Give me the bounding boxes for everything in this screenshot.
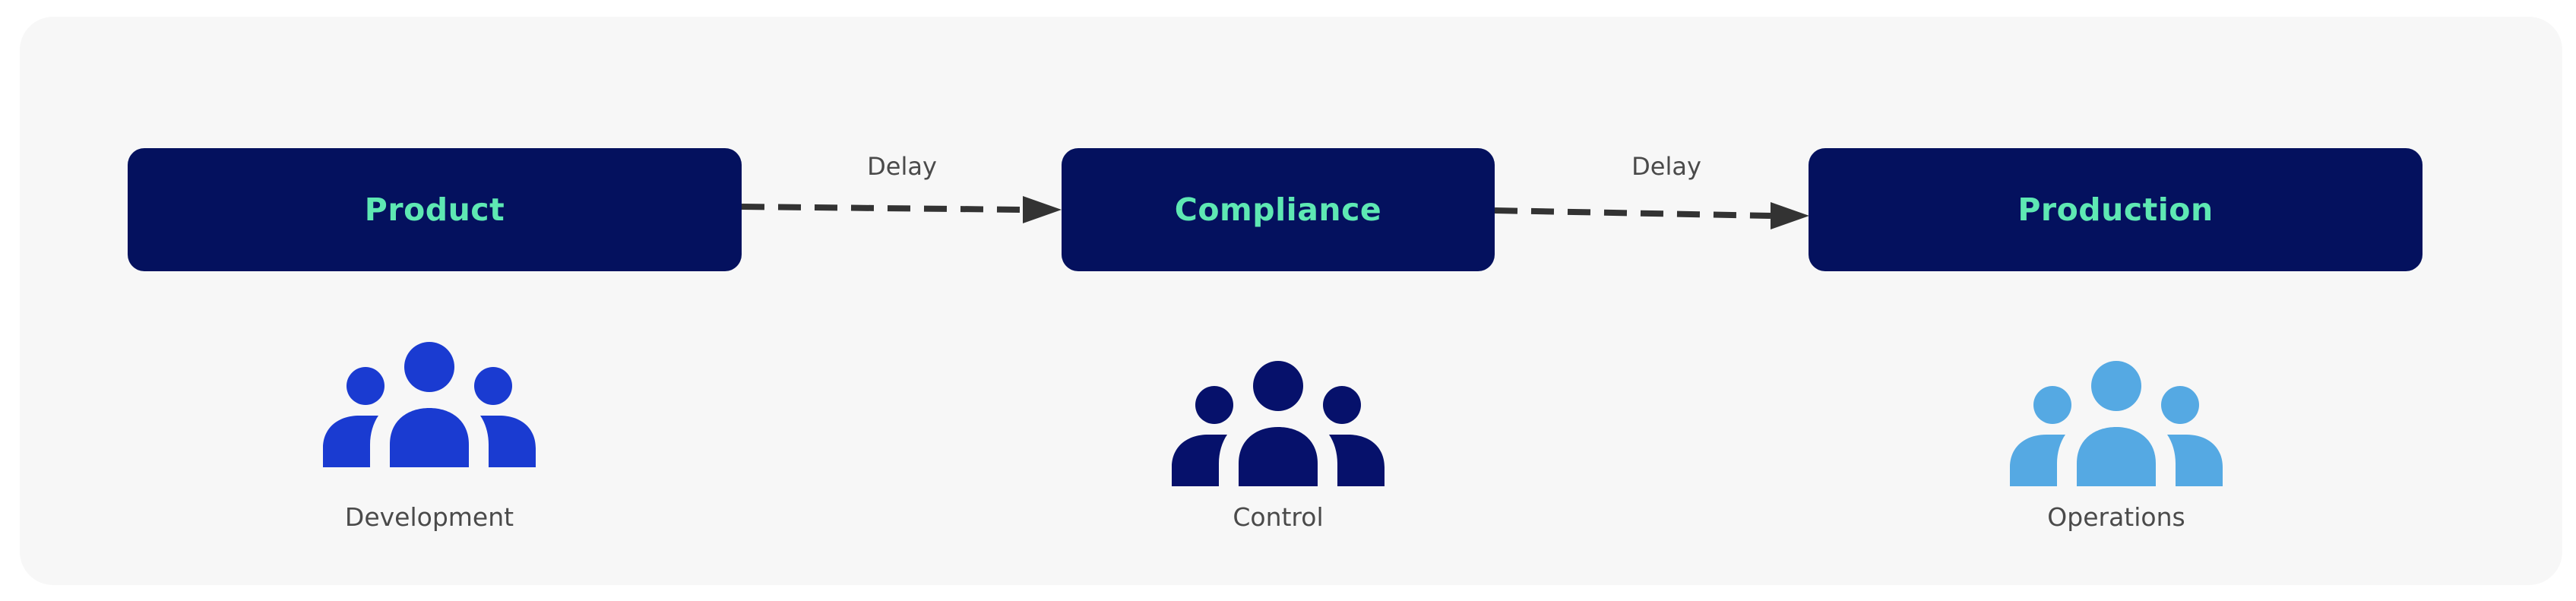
stage-production-label: Production [2017, 191, 2214, 228]
people-group-icon [1172, 361, 1385, 486]
people-group-icon [2010, 361, 2223, 486]
arrowhead-1 [1023, 196, 1062, 223]
delay-label-1: Delay [867, 152, 937, 181]
stage-compliance: Compliance [1062, 148, 1495, 271]
team-development: Development [315, 338, 543, 536]
stage-production: Production [1809, 148, 2423, 271]
diagram-background [20, 17, 2562, 585]
stage-product-label: Product [364, 191, 505, 228]
arrow-product-to-compliance [741, 204, 1024, 213]
arrowhead-2 [1771, 202, 1809, 229]
team-operations-label: Operations [2047, 502, 2185, 532]
team-control-label: Control [1233, 502, 1324, 532]
team-development-label: Development [344, 502, 514, 532]
stage-product: Product [128, 148, 742, 271]
arrow-compliance-to-production [1494, 207, 1771, 219]
delay-label-2: Delay [1631, 152, 1701, 181]
stage-compliance-label: Compliance [1174, 191, 1382, 228]
team-operations: Operations [2002, 357, 2230, 539]
team-control: Control [1164, 357, 1392, 539]
people-group-icon [323, 342, 536, 467]
